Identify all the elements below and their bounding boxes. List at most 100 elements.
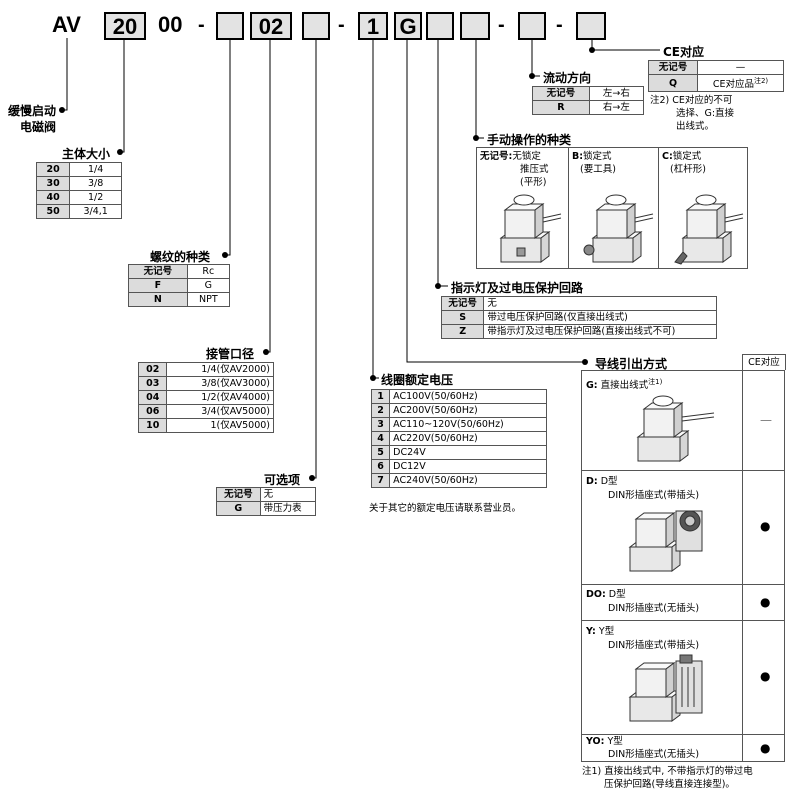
- wiring-ce-header: CE对应: [742, 354, 786, 370]
- wiring-ce-mark-do: ●: [760, 595, 771, 609]
- wiring-note-1: 注1) 直接出线式中, 不带指示灯的带过电: [582, 766, 753, 777]
- valve-illustration-d: [628, 510, 703, 572]
- port-size-title: 接管口径: [206, 347, 255, 361]
- code-dash-1: -: [198, 14, 205, 36]
- body-size-value: 1/2: [69, 190, 122, 205]
- port-size-value: 1/4(仅AV2000): [166, 362, 274, 377]
- code-flow-box: [518, 12, 546, 40]
- manual-item-none: 无记号:无锁定 推压式 (平形): [480, 151, 549, 188]
- wiring-ce-mark-g: —: [760, 413, 772, 427]
- code-dash-3: -: [498, 14, 505, 36]
- series-label-line2: 电磁阀: [20, 120, 57, 134]
- wiring-ce-mark-yo: ●: [760, 741, 771, 755]
- valve-illustration-none: [499, 194, 562, 263]
- body-size-key: 40: [35, 190, 71, 205]
- voltage-key: 5: [370, 445, 391, 460]
- port-size-key: 04: [137, 390, 168, 405]
- wiring-note-2: 压保护回路(导线直接连接型)。: [604, 779, 735, 790]
- code-manual-box: [460, 12, 490, 40]
- valve-illustration-y: [628, 654, 703, 722]
- manual-item-b: B:锁定式 (要工具): [572, 151, 616, 175]
- body-size-value: 3/4,1: [69, 204, 122, 219]
- voltage-key: 6: [370, 459, 391, 474]
- indicator-value: 带过电压保护回路(仅直接出线式): [483, 310, 717, 325]
- voltage-key: 1: [370, 389, 391, 404]
- wiring-row-do: DO: D型 DIN形插座式(无插头) ●: [582, 585, 784, 621]
- port-size-key: 10: [137, 418, 168, 433]
- flow-key: R: [532, 100, 590, 115]
- valve-illustration-b: [583, 194, 654, 263]
- indicator-title: 指示灯及过电压保护回路: [451, 281, 584, 295]
- code-indicator-box: [426, 12, 454, 40]
- thread-key: 无记号: [128, 264, 188, 279]
- voltage-value: AC100V(50/60Hz): [389, 389, 547, 404]
- port-size-value: 3/4(仅AV5000): [166, 404, 274, 419]
- wiring-row-y: Y: Y型 DIN形插座式(带插头) ●: [582, 621, 784, 735]
- flow-value: 左→右: [588, 86, 645, 101]
- body-size-key: 30: [35, 176, 71, 191]
- thread-title: 螺纹的种类: [150, 250, 211, 264]
- ce-title: CE对应: [663, 45, 705, 59]
- wiring-table: G: 直接出线式注1) — D: D型 DIN形插座式(带插头): [581, 370, 785, 762]
- voltage-value: DC24V: [389, 445, 547, 460]
- voltage-key: 4: [370, 431, 391, 446]
- code-ce-box: [576, 12, 606, 40]
- voltage-key: 3: [370, 417, 391, 432]
- thread-key: N: [128, 292, 188, 307]
- code-fixed: 00: [158, 12, 183, 37]
- wiring-row-d: D: D型 DIN形插座式(带插头) ●: [582, 471, 784, 585]
- body-size-value: 3/8: [69, 176, 122, 191]
- voltage-value: AC110~120V(50/60Hz): [389, 417, 547, 432]
- port-size-key: 02: [137, 362, 168, 377]
- option-title: 可选项: [264, 473, 301, 487]
- wiring-ce-mark-y: ●: [760, 669, 771, 683]
- wiring-title: 导线引出方式: [595, 357, 668, 371]
- thread-value: G: [186, 278, 231, 293]
- code-prefix: AV: [52, 12, 81, 37]
- voltage-note: 关于其它的额定电压请联系营业员。: [369, 503, 522, 514]
- option-key: 无记号: [216, 487, 261, 502]
- option-value: 带压力表: [259, 501, 317, 516]
- indicator-key: S: [440, 310, 485, 325]
- code-port-box: 02: [250, 12, 292, 40]
- option-key: G: [216, 501, 261, 516]
- wiring-row-g: G: 直接出线式注1) —: [582, 371, 784, 471]
- code-option-box: [302, 12, 330, 40]
- voltage-value: DC12V: [389, 459, 547, 474]
- thread-value: Rc: [186, 264, 231, 279]
- wiring-ce-mark-d: ●: [760, 519, 771, 533]
- thread-key: F: [128, 278, 188, 293]
- port-size-key: 03: [137, 376, 168, 391]
- ce-note-1: 注2) CE对应的不可: [650, 95, 733, 106]
- body-size-key: 20: [35, 162, 71, 177]
- series-label-line1: 缓慢启动: [8, 104, 57, 118]
- code-dash-2: -: [338, 14, 345, 36]
- option-value: 无: [259, 487, 317, 502]
- option-row: 无记号无: [216, 487, 317, 502]
- voltage-key: 7: [370, 473, 391, 488]
- indicator-row: 无记号无: [440, 296, 717, 311]
- manual-title: 手动操作的种类: [487, 133, 572, 147]
- voltage-value: AC220V(50/60Hz): [389, 431, 547, 446]
